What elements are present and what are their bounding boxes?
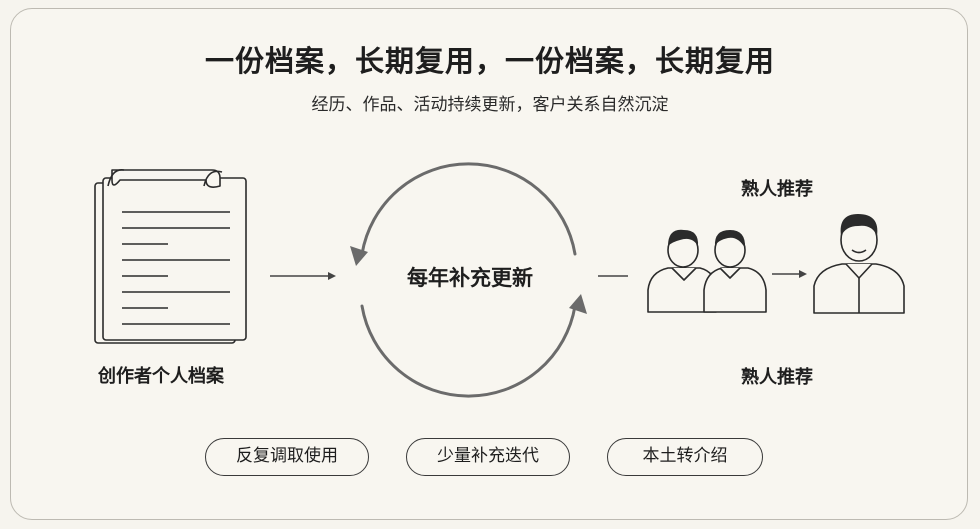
cycle-label: 每年补充更新 bbox=[407, 266, 533, 290]
document-icon bbox=[94, 169, 247, 344]
arrow-right-icon bbox=[270, 272, 336, 280]
cycle-arrowhead-left bbox=[350, 246, 368, 266]
tag-reuse: 反复调取使用 bbox=[205, 438, 369, 476]
cycle-arrowhead-right bbox=[569, 294, 587, 314]
person-icon bbox=[813, 214, 905, 314]
referral-label-top: 熟人推荐 bbox=[741, 179, 813, 200]
tag-iterate: 少量补充迭代 bbox=[406, 438, 570, 476]
page-subtitle: 经历、作品、活动持续更新，客户关系自然沉淀 bbox=[311, 95, 669, 115]
arrow-right-icon bbox=[772, 270, 807, 278]
people-pair-icon bbox=[647, 229, 767, 313]
tag-referral: 本土转介绍 bbox=[607, 438, 763, 476]
cycle-arrows-icon bbox=[360, 162, 577, 398]
document-label: 创作者个人档案 bbox=[98, 366, 224, 387]
page-title: 一份档案，长期复用，一份档案，长期复用 bbox=[204, 44, 775, 78]
referral-label-bottom: 熟人推荐 bbox=[741, 367, 813, 388]
